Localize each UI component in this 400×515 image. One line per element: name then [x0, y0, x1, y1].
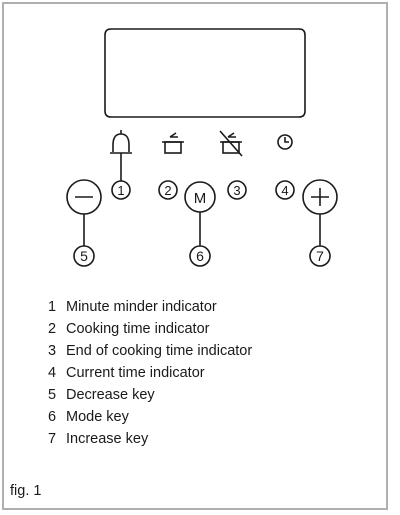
legend-number: 1: [48, 299, 57, 315]
legend-text: Decrease key: [66, 387, 155, 403]
callout-circle-7: [309, 245, 331, 267]
legend-item: 1 Minute minder indicator: [48, 296, 252, 318]
legend-list: 1 Minute minder indicator 2 Cooking time i…: [48, 296, 252, 450]
mode-key-label: M: [194, 190, 207, 207]
bell-icon: [110, 130, 132, 154]
display-screen: [104, 28, 306, 118]
legend-item: 4 Current time indicator: [48, 362, 252, 384]
callout-6: 6: [196, 248, 204, 264]
pot-crossed-icon: [219, 130, 243, 157]
clock-icon: [277, 134, 293, 150]
legend-item: 2 Cooking time indicator: [48, 318, 252, 340]
legend-text: Mode key: [66, 409, 129, 425]
legend-number: 2: [48, 321, 57, 337]
legend-item: 5 Decrease key: [48, 384, 252, 406]
pot-icon: [162, 132, 184, 154]
legend-item: 3 End of cooking time indicator: [48, 340, 252, 362]
plus-icon: [311, 188, 329, 206]
legend-text: Cooking time indicator: [66, 321, 210, 337]
legend-text: End of cooking time indicator: [66, 343, 253, 359]
callout-7: 7: [316, 248, 324, 264]
callout-5: 5: [80, 248, 88, 264]
callout-circle-6: [189, 245, 211, 267]
legend-item: 7 Increase key: [48, 428, 252, 450]
callout-circle-4: [275, 180, 295, 200]
legend-number: 4: [48, 365, 57, 381]
callout-circle-1: [111, 180, 131, 200]
callout-circle-5: [73, 245, 95, 267]
legend-item: 6 Mode key: [48, 406, 252, 428]
callout-2: 2: [164, 183, 171, 198]
legend-text: Current time indicator: [66, 365, 205, 381]
legend-number: 6: [48, 409, 57, 425]
figure-caption: fig. 1: [10, 483, 42, 499]
legend-text: Increase key: [66, 431, 149, 447]
callout-3: 3: [233, 183, 240, 198]
callout-circle-2: [158, 180, 178, 200]
legend-number: 3: [48, 343, 57, 359]
legend-text: Minute minder indicator: [66, 299, 217, 315]
legend-number: 5: [48, 387, 57, 403]
callout-4: 4: [281, 183, 288, 198]
legend-number: 7: [48, 431, 57, 447]
control-panel-diagram: 1 2 3 4 5 6 7 M: [66, 28, 338, 267]
callout-1: 1: [117, 183, 124, 198]
figure-frame: [2, 2, 388, 510]
callout-circle-3: [227, 180, 247, 200]
